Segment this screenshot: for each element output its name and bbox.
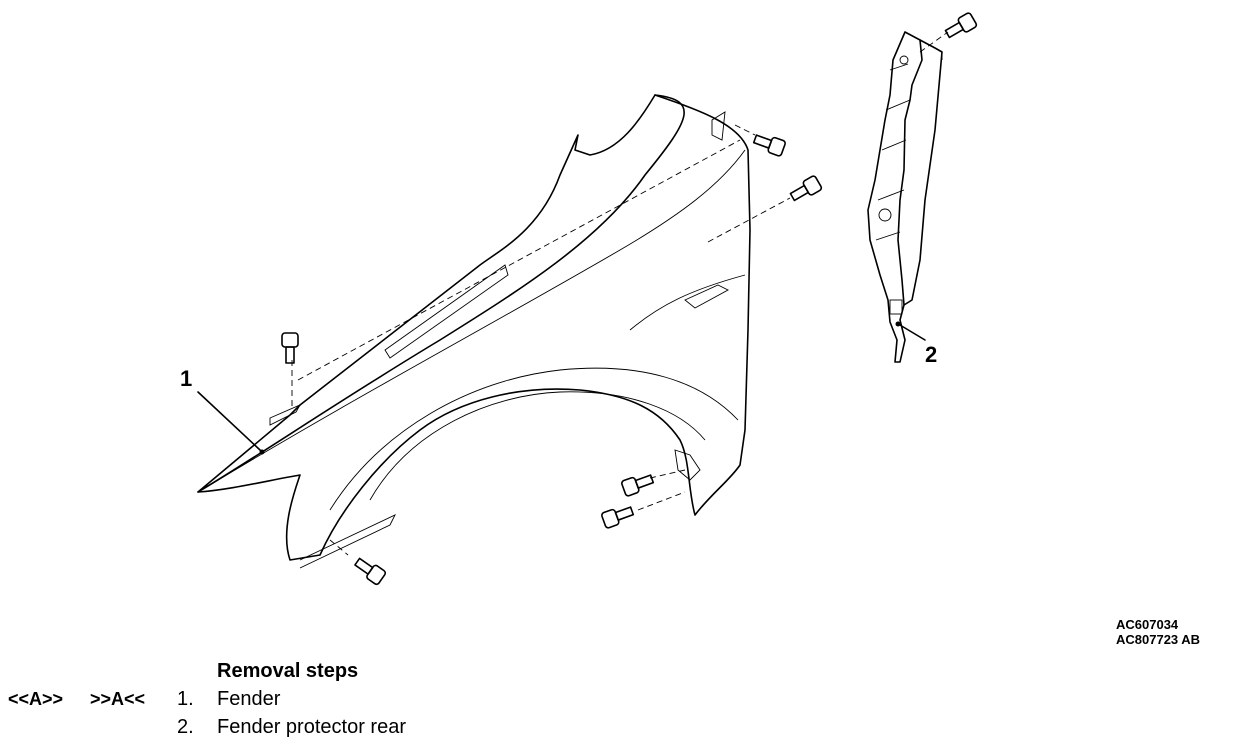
callout-2-label: 2 bbox=[925, 342, 937, 367]
step-2-label: Fender protector rear bbox=[217, 716, 406, 738]
reference-code-1: AC607034 bbox=[1116, 617, 1179, 632]
step-1-marker-right: >>A<< bbox=[90, 689, 146, 709]
bolt-icon-3 bbox=[752, 134, 786, 157]
callout-2: 2 bbox=[895, 321, 937, 367]
step-1-label: Fender bbox=[217, 688, 281, 710]
callout-1: 1 bbox=[180, 366, 265, 455]
step-1-marker-left: <<A>> bbox=[8, 689, 64, 709]
fender-protector-rear-drawing bbox=[867, 31, 949, 363]
fender-drawing bbox=[197, 94, 791, 569]
bolt-icon-1 bbox=[281, 332, 299, 364]
removal-steps-heading: Removal steps bbox=[217, 660, 359, 682]
step-1-number: 1. bbox=[177, 688, 194, 710]
callout-1-label: 1 bbox=[180, 366, 192, 391]
step-2-number: 2. bbox=[177, 716, 194, 738]
bolt-icon-5 bbox=[621, 474, 655, 497]
reference-code-2: AC807723 AB bbox=[1116, 632, 1201, 647]
bolt-icon-6 bbox=[601, 506, 635, 529]
bolt-icon-2 bbox=[354, 557, 387, 586]
bolt-icon-4 bbox=[789, 175, 823, 202]
bolt-icon-7 bbox=[944, 12, 978, 39]
